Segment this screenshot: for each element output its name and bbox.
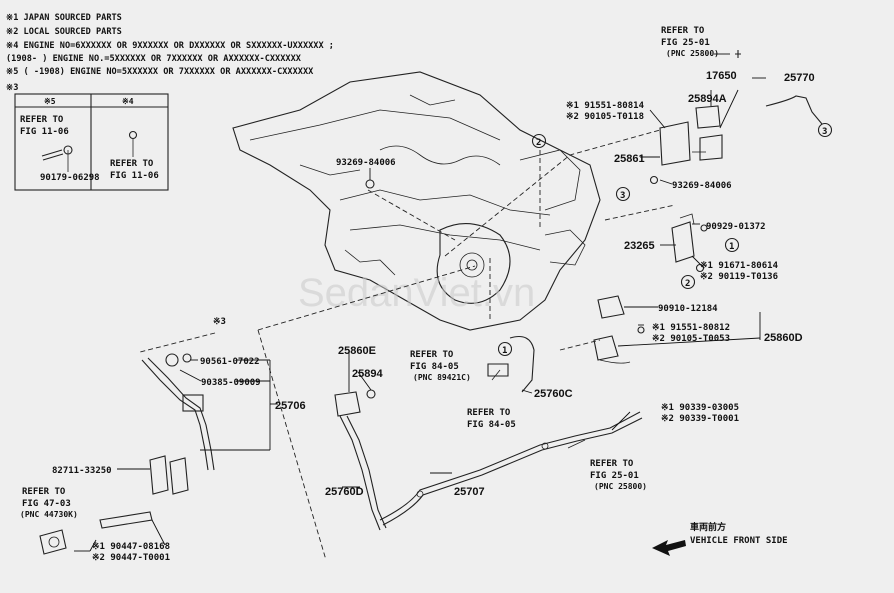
callout-3-mid: 3 <box>615 186 631 202</box>
dash-leader-left <box>257 265 476 331</box>
pnc-89421c: (PNC 89421C) <box>413 373 471 382</box>
svg-text:3: 3 <box>620 191 625 201</box>
part-91551-80814: ※1 91551-80814 <box>566 101 645 111</box>
pnc-44730k: (PNC 44730K) <box>20 510 78 519</box>
refer-fig-11-06-b-line2: FIG 11-06 <box>110 171 159 181</box>
dash-leader-4 <box>604 204 676 221</box>
refer-fig-25-01-bottom-l2: FIG 25-01 <box>590 471 639 481</box>
part-25760d: 25760D <box>325 486 364 498</box>
note-1: ※1 JAPAN SOURCED PARTS <box>6 13 122 23</box>
pnc-25800-bottom: (PNC 25800) <box>594 482 647 491</box>
svg-text:3: 3 <box>822 127 827 137</box>
part-93269-84006-right: 93269-84006 <box>672 181 732 191</box>
engine-block <box>232 71 601 331</box>
part-82711-33250: 82711-33250 <box>52 466 112 476</box>
vehicle-front-side-jp: 車両前方 <box>690 521 726 533</box>
dash-leader-3 <box>139 332 216 353</box>
bolt-93269-left <box>365 168 375 189</box>
group-25860d <box>593 295 761 364</box>
variant-table: ※5 ※4 REFER TO FIG 11-06 REFER TO FIG 11… <box>14 93 169 191</box>
refer-fig-84-05-a-l2: FIG 84-05 <box>410 362 459 372</box>
pipe-25707 <box>379 411 643 526</box>
part-90929-01372: 90929-01372 <box>706 222 766 232</box>
refer-fig-84-05-b: REFER TO <box>467 408 511 418</box>
part-90105-t0053: ※2 90105-T0053 <box>652 334 730 344</box>
part-mark-3-left: ※3 <box>213 317 226 327</box>
refer-fig-84-05-b-l2: FIG 84-05 <box>467 420 516 430</box>
watermark: SedanViet.vn <box>298 271 535 315</box>
part-25861: 25861 <box>614 153 645 165</box>
part-25894: 25894 <box>352 368 383 380</box>
group-25861 <box>640 50 823 185</box>
part-91551-80812: ※1 91551-80812 <box>652 323 730 333</box>
part-90339-03005: ※1 90339-03005 <box>661 403 739 413</box>
callout-2-top: 2 <box>531 133 547 149</box>
part-25860d: 25860D <box>764 332 803 344</box>
refer-fig-11-06-a-line2: FIG 11-06 <box>20 127 69 137</box>
callout-1-right: 1 <box>724 237 740 253</box>
part-25770: 25770 <box>784 72 815 84</box>
svg-text:2: 2 <box>685 279 690 289</box>
note-2: ※2 LOCAL SOURCED PARTS <box>6 27 122 37</box>
part-90119-t0136: ※2 90119-T0136 <box>700 272 778 282</box>
front-arrow-icon <box>652 540 686 556</box>
part-90910-12184: 90910-12184 <box>658 304 718 314</box>
part-25760c: 25760C <box>534 388 573 400</box>
note-4: (1908- ) ENGINE NO.=5XXXXXX OR 7XXXXXX O… <box>6 54 302 64</box>
note-3: ※4 ENGINE NO=6XXXXXX OR 9XXXXXX OR DXXXX… <box>6 41 334 51</box>
callout-1-mid: 1 <box>497 341 513 357</box>
note-5: ※5 ( -1908) ENGINE NO=5XXXXXX OR 7XXXXXX… <box>6 67 314 77</box>
part-90179-06298: 90179-06298 <box>40 173 100 183</box>
svg-text:2: 2 <box>536 138 541 148</box>
group-25760c <box>487 335 535 393</box>
refer-fig-11-06-a: REFER TO <box>20 115 64 125</box>
vehicle-front-side-indicator: 車両前方 VEHICLE FRONT SIDE <box>652 521 788 556</box>
svg-text:1: 1 <box>729 242 734 252</box>
part-25706: 25706 <box>275 400 306 412</box>
part-23265: 23265 <box>624 240 655 252</box>
part-25894a: 25894A <box>688 93 727 105</box>
part-93269-84006-left: 93269-84006 <box>336 158 396 168</box>
refer-fig-25-01-bottom: REFER TO <box>590 459 634 469</box>
refer-fig-84-05-a: REFER TO <box>410 350 454 360</box>
part-90561-07022: 90561-07022 <box>200 357 260 367</box>
table-col-5: ※5 <box>44 97 56 106</box>
refer-fig-47-03: REFER TO <box>22 487 66 497</box>
part-25707: 25707 <box>454 486 485 498</box>
pnc-25800-top: (PNC 25800) <box>666 49 719 58</box>
refer-fig-47-03-l2: FIG 47-03 <box>22 499 71 509</box>
refer-fig-25-01-top-l2: FIG 25-01 <box>661 38 710 48</box>
callout-2-right: 2 <box>680 274 696 290</box>
note-variant-3: ※3 <box>6 83 18 93</box>
refer-fig-11-06-b: REFER TO <box>110 159 154 169</box>
group-25860e <box>334 389 387 531</box>
group-25706 <box>39 353 215 555</box>
vehicle-front-side-en: VEHICLE FRONT SIDE <box>690 536 788 546</box>
part-91671-80614: ※1 91671-80614 <box>700 261 779 271</box>
part-90447-t0001: ※2 90447-T0001 <box>92 553 170 563</box>
refer-fig-25-01-top: REFER TO <box>661 26 705 36</box>
dash-leader-5 <box>559 339 601 351</box>
dash-leader-7 <box>367 189 456 241</box>
dash-leader-left-2 <box>257 329 327 561</box>
part-90339-t0001: ※2 90339-T0001 <box>661 414 739 424</box>
part-90105-t0118: ※2 90105-T0118 <box>566 112 644 122</box>
part-90385-09009: 90385-09009 <box>201 378 261 388</box>
part-25860e: 25860E <box>338 345 376 357</box>
part-17650: 17650 <box>706 70 737 82</box>
part-90447-08168: ※1 90447-08168 <box>92 542 170 552</box>
svg-text:1: 1 <box>502 346 507 356</box>
callout-3-right: 3 <box>817 122 833 138</box>
table-col-4: ※4 <box>122 97 134 106</box>
dash-leader-6 <box>444 129 661 257</box>
